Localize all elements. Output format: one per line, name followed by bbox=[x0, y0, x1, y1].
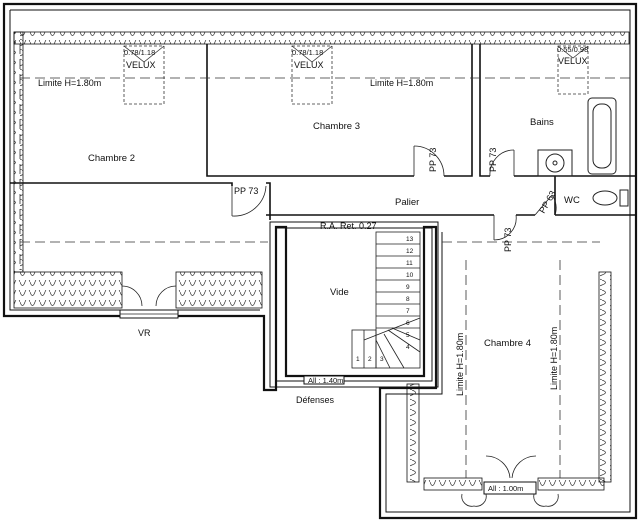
stair-step-number: 4 bbox=[406, 344, 410, 351]
room-chambre-3: Chambre 3 bbox=[313, 121, 360, 132]
room-palier: Palier bbox=[395, 197, 419, 208]
door-swings bbox=[121, 145, 557, 479]
bathtub-icon bbox=[587, 97, 617, 175]
velux-2-label: VELUX bbox=[294, 60, 324, 70]
insulation-bands bbox=[13, 31, 630, 491]
window-dim-chambre-4: All : 1.00m bbox=[488, 484, 523, 493]
stair-step-number: 7 bbox=[406, 308, 410, 315]
velux-3-dim: 0.55/0.98 bbox=[557, 45, 588, 54]
washbasin-icon bbox=[537, 149, 573, 177]
room-bains: Bains bbox=[530, 117, 554, 128]
stair-step-number: 8 bbox=[406, 296, 410, 303]
window-label-defenses: Défenses bbox=[296, 395, 335, 405]
velux-2-dim: 0.78/1.18 bbox=[292, 48, 323, 57]
window-label-vr: VR bbox=[138, 328, 151, 338]
stair-step-number: 11 bbox=[406, 260, 413, 267]
stair-step-number: 3 bbox=[380, 356, 384, 363]
room-chambre-4: Chambre 4 bbox=[484, 338, 531, 349]
stair-step-number: 5 bbox=[406, 332, 410, 339]
stair-step-number: 12 bbox=[406, 248, 414, 255]
door-label-chambre-4: PP 73 bbox=[503, 228, 513, 252]
window-sills bbox=[120, 313, 559, 507]
limit-label-middle: Limite H=1.80m bbox=[370, 78, 433, 88]
stair-ra-label: R.A. Ret. 0.27 bbox=[320, 221, 377, 231]
stair-step-number: 13 bbox=[406, 236, 414, 243]
limit-label-left: Limite H=1.80m bbox=[38, 78, 101, 88]
limit-lines bbox=[19, 44, 630, 478]
window-dim-defenses: All : 1.40m bbox=[308, 376, 343, 385]
stair-step-number: 2 bbox=[368, 356, 372, 363]
door-label-bains: PP 73 bbox=[488, 148, 498, 172]
stair-step-number: 6 bbox=[406, 320, 410, 327]
velux-3-label: VELUX bbox=[558, 56, 588, 66]
stair-step-number: 10 bbox=[406, 272, 414, 279]
door-label-chambre-3: PP 73 bbox=[428, 148, 438, 172]
door-label-chambre-2: PP 73 bbox=[234, 186, 258, 196]
toilet-icon bbox=[592, 189, 629, 207]
room-wc: WC bbox=[564, 195, 580, 206]
staircase bbox=[351, 231, 421, 369]
velux-1-dim: 0.78/1.18 bbox=[124, 48, 155, 57]
limit-label-ch4-a: Limite H=1.80m bbox=[455, 333, 465, 396]
velux-windows bbox=[123, 45, 589, 105]
stair-step-numbers: 13 12 11 10 9 8 7 6 5 4 3 2 1 bbox=[356, 236, 414, 363]
interior-walls bbox=[10, 44, 636, 220]
limit-label-ch4-b: Limite H=1.80m bbox=[549, 327, 559, 390]
stair-step-number: 9 bbox=[406, 284, 410, 291]
room-chambre-2: Chambre 2 bbox=[88, 153, 135, 164]
room-vide: Vide bbox=[330, 287, 349, 298]
stair-step-number: 1 bbox=[356, 356, 360, 363]
velux-1-label: VELUX bbox=[126, 60, 156, 70]
